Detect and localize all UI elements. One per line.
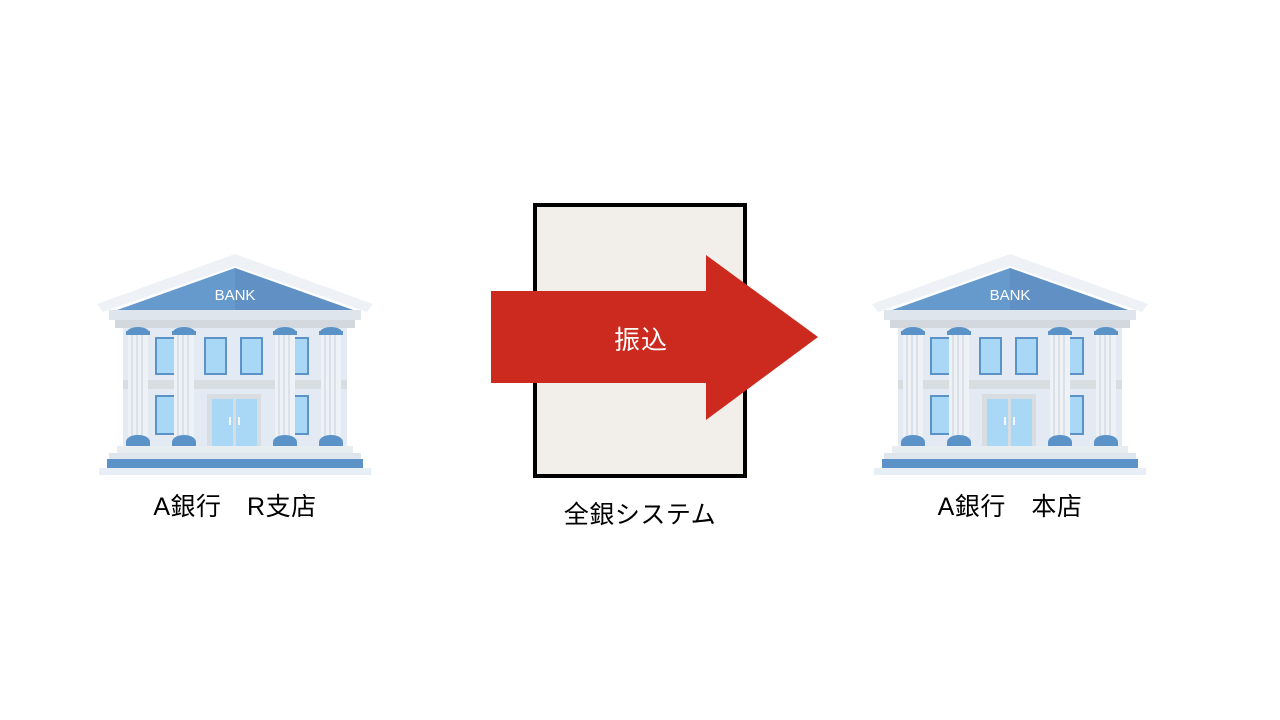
bank-building-icon: BANK [872,254,1148,475]
right-arrow-icon [491,255,818,420]
bank-building-icon: BANK [97,254,373,475]
node-label-zengin-system: 全銀システム [563,501,717,529]
node-label-bank-head-office: A銀行 本店 [937,493,1083,521]
bank-sign-text: BANK [215,287,256,304]
bank-windows-upper [930,337,1084,375]
node-label-bank-branch: A銀行 R支店 [153,493,317,521]
bank-column-bases [126,435,343,448]
bank-door [207,394,261,446]
bank-windows-upper [155,337,309,375]
edge-transfer-arrow[interactable] [491,253,821,423]
bank-base [874,446,1146,475]
bank-column-bases [901,435,1118,448]
bank-columns [126,327,343,442]
bank-columns [901,327,1118,442]
bank-base [99,446,371,475]
bank-sign-text: BANK [990,287,1031,304]
bank-door [982,394,1036,446]
node-bank-branch[interactable]: BANK [95,248,375,523]
node-bank-head-office[interactable]: BANK [870,248,1150,523]
